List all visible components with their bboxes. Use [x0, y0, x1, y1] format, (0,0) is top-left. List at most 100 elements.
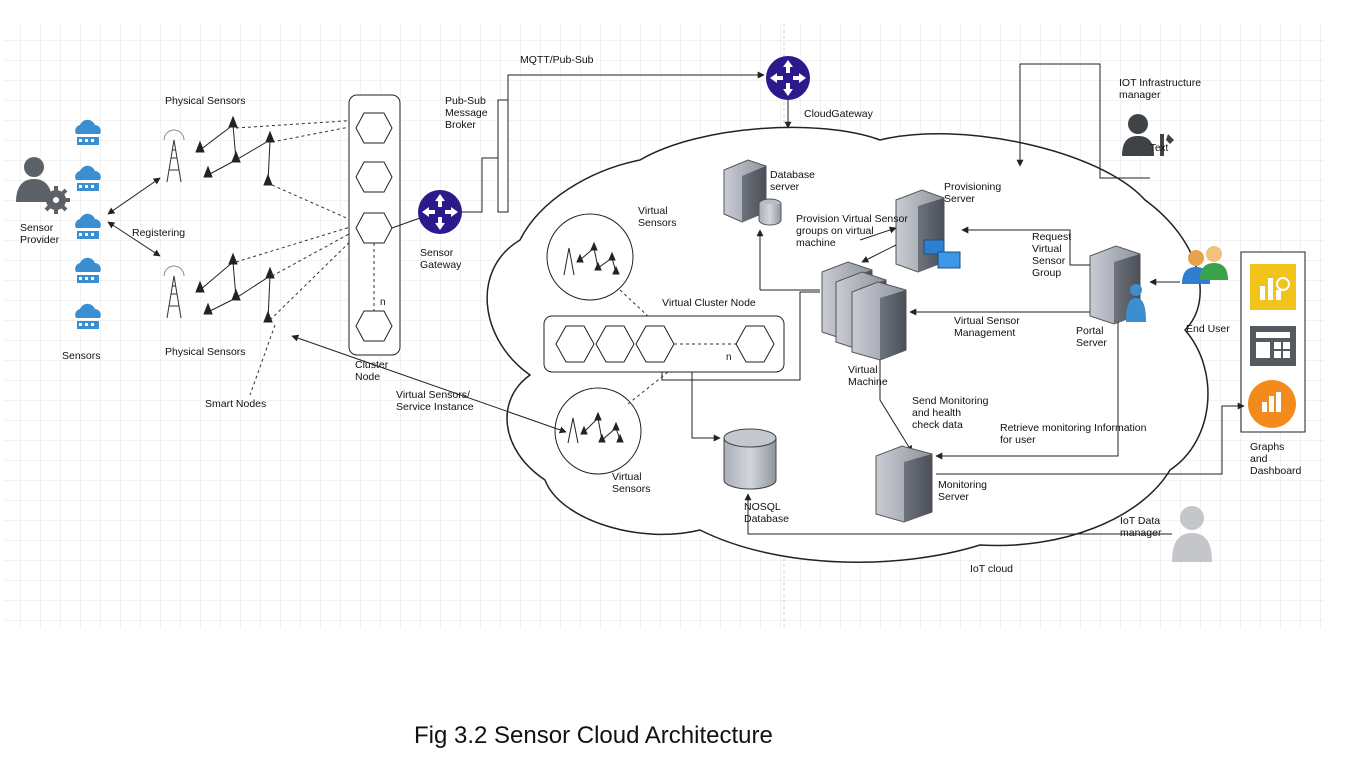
portal-to-monitoring-arrow: [935, 322, 1119, 460]
retrieve-monitoring-label-line: for user: [1000, 434, 1036, 446]
cloud-sensor-icons: [75, 119, 101, 329]
cloud-sensor-icon: [75, 257, 101, 283]
vs-management-label-line: Management: [954, 327, 1015, 339]
monitoring-server-label-line: Server: [938, 491, 969, 503]
monitoring-server-icon: [875, 445, 933, 523]
virtual-cluster-node-label: Virtual Cluster Node: [662, 297, 756, 309]
registering-label: Registering: [132, 227, 185, 239]
virtual-sensors-top-label-line: Sensors: [638, 217, 677, 229]
cloud-sensor-icon: [75, 213, 101, 239]
database-server-icon: [723, 159, 782, 226]
registering-arrow-bottom: [107, 221, 161, 257]
monitoring-to-dashboard-arrow: [936, 402, 1245, 475]
service-instance-label: Virtual Sensors/Service Instance: [396, 389, 474, 413]
virtual-machine-label-line: Machine: [848, 376, 888, 388]
request-vsg-label-line: Virtual: [1032, 243, 1062, 255]
sensors-label: Sensors: [62, 350, 101, 362]
sensor-provider-icon: [16, 157, 70, 214]
pub-sub-broker-label-line: Message: [445, 107, 488, 119]
iot-cloud-label: IoT cloud: [970, 563, 1013, 575]
cloud-sensor-icon: [75, 165, 101, 191]
virtual-machine-icon: [821, 261, 907, 361]
vcluster-to-nosql-link: [691, 372, 721, 442]
request-vsg-label-line: Group: [1032, 267, 1061, 279]
infra-manager-to-cloud-link: [1016, 63, 1150, 179]
nosql-label-line: Database: [744, 513, 789, 525]
provisioning-server-label-line: Server: [944, 193, 975, 205]
nosql-database-icon: [723, 428, 777, 490]
send-monitoring-label-line: and health: [912, 407, 961, 419]
data-manager-to-nosql-arrow: [744, 493, 1172, 535]
send-monitoring-label-line: check data: [912, 419, 963, 431]
service-instance-arrow: [291, 334, 567, 434]
virtual-sensors-top-circle: [546, 213, 634, 301]
provisioning-server-icon: [895, 189, 961, 273]
infrastructure-manager-tool-text: Text: [1150, 143, 1169, 154]
antenna-tower-icon: [163, 129, 185, 183]
dashboard-icon: [1250, 326, 1296, 366]
cluster-node-n-label: n: [380, 297, 386, 308]
sensor-gateway-label-line: Gateway: [420, 259, 462, 271]
cluster-node-hexagons: [355, 112, 393, 342]
registering-arrow-top: [107, 177, 161, 215]
analytics-icon: [1250, 264, 1296, 310]
end-user-icon: [1182, 246, 1228, 284]
virtual-cluster-n-label: n: [726, 352, 732, 363]
infrastructure-manager-icon: [1122, 114, 1174, 156]
iot-data-manager-label-line: manager: [1120, 527, 1162, 539]
cloud-sensor-icon: [75, 303, 101, 329]
virtual-sensors-bottom-circle: [554, 387, 642, 475]
bar-chart-icon: [1248, 380, 1296, 428]
portal-to-provision-arrow: [961, 226, 1090, 266]
provision-vsg-label-line: machine: [796, 237, 836, 249]
database-server-label-line: server: [770, 181, 800, 193]
virtual-sensors-top-to-cluster: [619, 289, 651, 319]
cluster-to-gateway-link: [391, 217, 421, 229]
figure-caption: Fig 3.2 Sensor Cloud Architecture: [414, 722, 773, 749]
mqtt-link: [507, 71, 765, 100]
service-instance-label-line: Service Instance: [396, 401, 474, 413]
sensor-to-cluster-links: [235, 119, 363, 396]
virtual-sensors-bottom-label-line: Sensors: [612, 483, 651, 495]
physical-sensor-network-top: [163, 115, 275, 186]
provision-vsg-label-line: groups on virtual: [796, 225, 874, 237]
portal-server-label-line: Server: [1076, 337, 1107, 349]
antenna-tower-icon: [163, 265, 185, 319]
end-user-label: End User: [1186, 323, 1230, 335]
cloud-sensor-icon: [75, 119, 101, 145]
sensor-gateway-icon: [418, 190, 462, 234]
request-vsg-label-line: Sensor: [1032, 255, 1066, 267]
sensor-provider-label-line: Provider: [20, 234, 60, 246]
cloud-gateway-icon: [766, 56, 810, 100]
iot-infra-manager-label-line: manager: [1119, 89, 1161, 101]
graphs-dashboard-label-line: Dashboard: [1250, 465, 1302, 477]
cloud-gateway-label: CloudGateway: [804, 108, 874, 120]
vm-to-monitoring-arrow-2: [879, 399, 913, 453]
virtual-sensors-bottom-to-cluster: [627, 371, 669, 405]
data-manager-icon: [1172, 506, 1212, 562]
physical-sensors-bottom-label: Physical Sensors: [165, 346, 246, 358]
provision-to-vm-arrow: [861, 244, 897, 263]
graphs-dashboard-label-line: and: [1250, 453, 1268, 465]
portal-server-icon: [1089, 245, 1146, 325]
